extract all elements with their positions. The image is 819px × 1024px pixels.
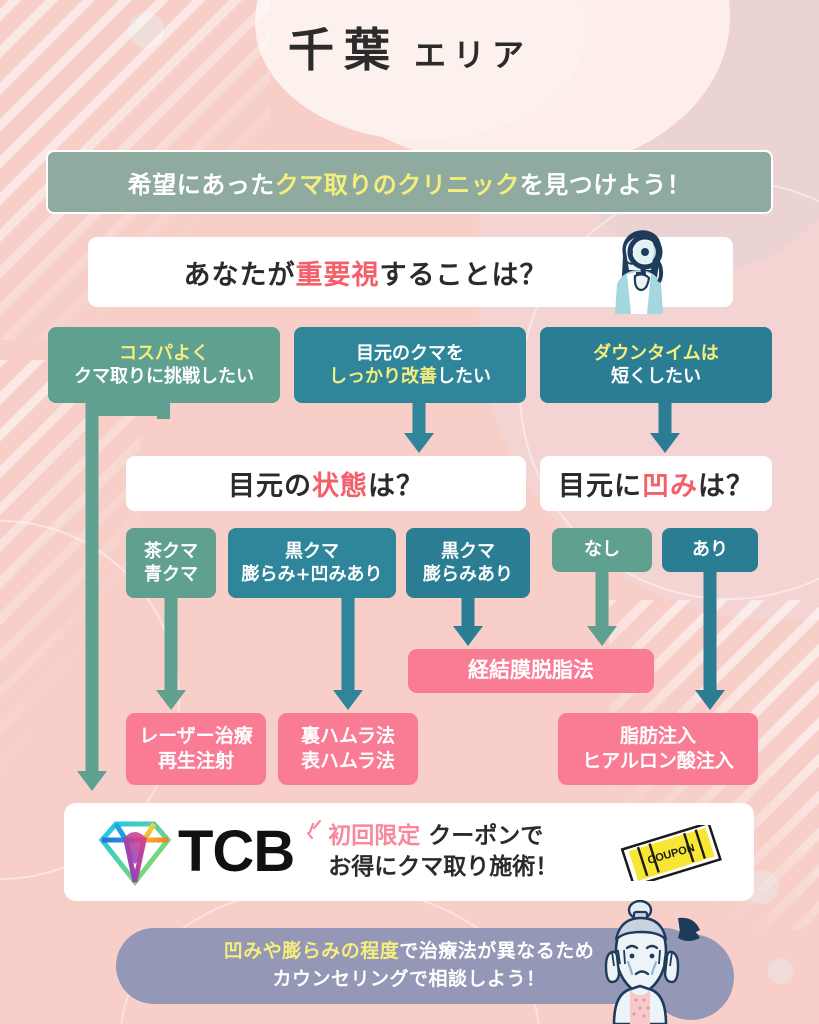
question-priority-red: 重要視 — [295, 259, 380, 291]
arrow-improve-to-state — [403, 403, 435, 453]
bottom-banner-line1: 凹みや膨らみの程度で治療法が異なるため — [224, 938, 595, 966]
coupon-ticket-icon: COUPON — [620, 825, 722, 881]
option-improve-line2-highlight: しっかり改善 — [329, 366, 437, 387]
arrow-black-bulge-to-fat — [452, 598, 484, 646]
arrow-downtime-to-hollow — [649, 403, 681, 453]
tcb-copy-first-time: 初回限定 — [328, 822, 421, 849]
result-transconjunctival-fat-removal[interactable]: 経結膜脱脂法 — [408, 649, 654, 693]
tcb-promo-card[interactable]: TCB 初回限定 クーポンで お得にクマ取り施術！ COUPON — [64, 803, 754, 901]
headline-before: 希望にあった — [127, 170, 275, 199]
option-improve-line1: 目元のクマを — [356, 342, 464, 364]
result-hamura-line1: 裏ハムラ法 — [300, 725, 396, 748]
option-cost-line1: コスパよく — [119, 342, 209, 364]
question-hollow-after: は？ — [698, 471, 754, 502]
option-black-bulge-line1: 黒クマ — [441, 540, 495, 562]
option-black-both-line2: 膨らみ+凹みあり — [241, 564, 383, 585]
bottom-banner-highlight: 凹みや膨らみの程度 — [223, 940, 400, 963]
result-hamura-methods[interactable]: 裏ハムラ法 表ハムラ法 — [278, 713, 418, 785]
result-laser-line1: レーザー治療 — [139, 725, 253, 748]
option-hollow-yes[interactable]: あり — [662, 528, 758, 572]
diamond-logo-icon — [98, 821, 172, 887]
headline-highlight: クマ取りのクリニック — [274, 170, 520, 199]
question-hollow-before: 目元に — [558, 471, 642, 502]
option-downtime-line2: 短くしたい — [611, 366, 701, 387]
option-improve-line2: しっかり改善したい — [329, 365, 491, 388]
option-hollow-yes-label: あり — [692, 539, 728, 561]
question-priority-text: あなたが重要視することは？ — [184, 253, 638, 292]
question-state-before: 目元の — [228, 471, 312, 502]
tcb-copy-line1: 初回限定 クーポンで — [328, 821, 558, 852]
result-laser-line2: 再生注射 — [157, 750, 234, 772]
question-priority-after: することは？ — [379, 259, 548, 291]
headline-banner: 希望にあったクマ取りのクリニックを見つけよう！ — [46, 150, 773, 214]
option-black-bulge-hollow[interactable]: 黒クマ 膨らみ+凹みあり — [228, 528, 396, 598]
headline-after: を見つけよう！ — [519, 170, 692, 199]
result-inject-line2: ヒアルロン酸注入 — [582, 750, 734, 772]
option-cost-performance[interactable]: コスパよく クマ取りに挑戦したい — [48, 327, 280, 403]
result-laser-regeneration[interactable]: レーザー治療 再生注射 — [126, 713, 266, 785]
question-box-hollow: 目元に凹みは？ — [540, 456, 772, 511]
result-inject-line1: 脂肪注入 — [619, 725, 696, 748]
result-hamura-line2: 表ハムラ法 — [300, 750, 396, 772]
arrow-hollow-none-to-fat — [586, 572, 618, 646]
page-title-kanji: 千葉 — [287, 23, 400, 77]
question-hollow-text: 目元に凹みは？ — [558, 464, 754, 503]
question-state-after: は？ — [368, 471, 424, 502]
bottom-advice-banner: 凹みや膨らみの程度で治療法が異なるため カウンセリングで相談しよう！ — [116, 928, 702, 1004]
result-fat-hyaluronic-injection[interactable]: 脂肪注入 ヒアルロン酸注入 — [558, 713, 758, 785]
tcb-copy-coupon-text: クーポンで — [420, 822, 544, 849]
tcb-brand-text: TCB — [178, 819, 295, 884]
background-dot-3 — [768, 958, 794, 984]
page-title: 千葉エリア — [0, 14, 819, 80]
question-priority-before: あなたが — [183, 259, 296, 291]
option-black-bulge-line2: 膨らみあり — [423, 564, 513, 585]
arrow-black-both-to-hamura — [332, 598, 364, 710]
bottom-banner-rest: で治療法が異なるため — [399, 940, 595, 963]
option-brown-line1: 茶クマ — [144, 540, 198, 562]
option-brown-blue-circles[interactable]: 茶クマ 青クマ — [126, 528, 216, 598]
bottom-banner-line2: カウンセリングで相談しよう！ — [272, 968, 546, 990]
question-state-red: 状態 — [312, 471, 368, 502]
question-box-eye-state: 目元の状態は？ — [126, 456, 526, 511]
question-state-text: 目元の状態は？ — [228, 464, 424, 503]
option-downtime-line1: ダウンタイムは — [593, 342, 719, 364]
tcb-copy-line2: お得にクマ取り施術！ — [328, 854, 559, 880]
tcb-logo: TCB — [96, 816, 295, 888]
option-hollow-none[interactable]: なし — [552, 528, 652, 572]
question-hollow-red: 凹み — [642, 471, 698, 502]
woman-with-magnifier-illustration — [593, 222, 685, 314]
arrow-hollow-yes-to-injection — [694, 572, 726, 710]
stem-cost-horizontal — [86, 403, 170, 416]
option-improve-line2-rest: したい — [437, 366, 491, 387]
option-black-both-line1: 黒クマ — [285, 540, 339, 562]
arrow-brown-to-laser — [155, 598, 187, 710]
option-short-downtime[interactable]: ダウンタイムは 短くしたい — [540, 327, 772, 403]
page-title-kana: エリア — [413, 36, 531, 74]
tcb-copy: 初回限定 クーポンで お得にクマ取り施術！ — [307, 819, 559, 883]
worried-woman-illustration — [594, 899, 722, 1024]
option-black-bulge[interactable]: 黒クマ 膨らみあり — [406, 528, 530, 598]
sparkle-icon — [307, 819, 322, 840]
result-fat-label: 経結膜脱脂法 — [468, 658, 594, 683]
option-brown-line2: 青クマ — [144, 564, 198, 585]
arrow-cost-to-tcb — [76, 403, 108, 791]
option-improve-dark-circles[interactable]: 目元のクマを しっかり改善したい — [294, 327, 526, 403]
option-cost-line2: クマ取りに挑戦したい — [74, 366, 254, 387]
option-hollow-none-label: なし — [584, 539, 620, 561]
headline-banner-text: 希望にあったクマ取りのクリニックを見つけよう！ — [128, 165, 692, 200]
